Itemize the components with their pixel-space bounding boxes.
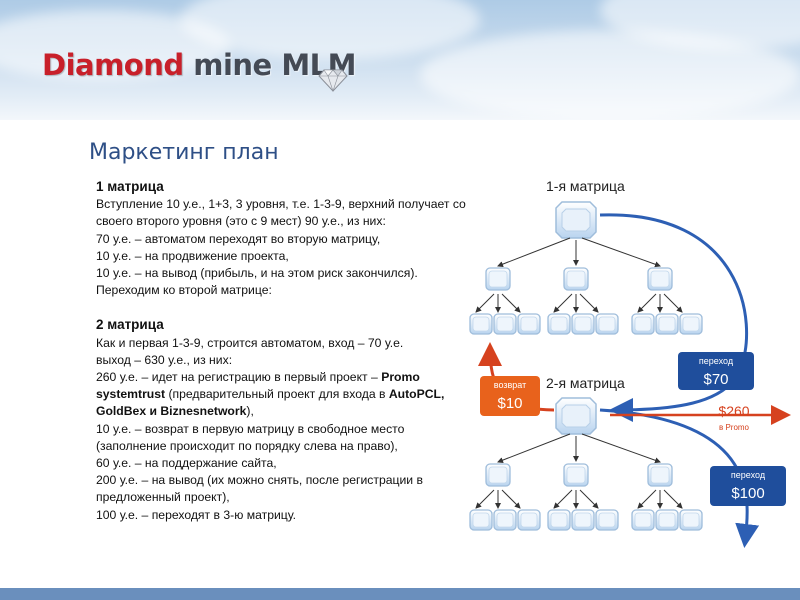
matrix1-second-level	[469, 267, 703, 335]
gem-icon	[631, 509, 655, 531]
gem-icon	[469, 509, 493, 531]
transfer100-amount: $100	[731, 485, 764, 502]
gem-icon	[493, 313, 517, 335]
gem-icon	[485, 463, 511, 487]
tree-arrow	[475, 293, 495, 313]
page-title: Маркетинг план	[89, 140, 279, 165]
tree-arrow	[579, 293, 599, 313]
gem-icon	[547, 509, 571, 531]
return10-caption: возврат	[494, 380, 526, 390]
tree-arrow	[579, 489, 599, 509]
matrix-diagram: 1-я матрица 2-я матрица переход $70 возв…	[469, 178, 791, 548]
gem-icon	[555, 201, 597, 239]
matrix2-label: 2-я матрица	[546, 375, 625, 391]
gem-icon	[555, 397, 597, 435]
logo: Diamond mine MLM	[42, 48, 357, 82]
text-run: (предварительный проект для входа в	[165, 387, 389, 402]
gem-icon	[655, 509, 679, 531]
transfer100-arrow	[599, 408, 760, 548]
matrix2-line: выход – 630 у.е., из них:	[96, 352, 233, 367]
matrix1-line: 70 у.е. – автоматом переходят во вторую …	[96, 231, 381, 246]
project-names: AutoPCL, GoldBex и Biznesnetwork	[96, 387, 445, 419]
return10-amount: $10	[497, 395, 522, 412]
matrix2-tree	[497, 397, 661, 464]
gem-icon	[631, 313, 655, 335]
transfer70-amount: $70	[703, 371, 728, 388]
tree-arrow	[663, 293, 683, 313]
transfer100-caption: переход	[731, 470, 766, 480]
gem-icon	[679, 509, 703, 531]
logo-word-diamond: Diamond	[42, 48, 184, 82]
header-banner: Diamond mine MLM	[0, 0, 800, 120]
gem-icon	[563, 267, 589, 291]
matrix1-heading: 1 матрица	[96, 179, 164, 194]
matrix2-line: 200 у.е. – на вывод (их можно снять, пос…	[96, 473, 423, 505]
matrix1-line: Вступление 10 у.е., 1+3, 3 уровня, т.е. …	[96, 197, 466, 229]
tree-arrow	[637, 293, 657, 313]
gem-icon	[595, 509, 619, 531]
gem-icon	[595, 313, 619, 335]
gem-icon	[563, 463, 589, 487]
gem-icon	[485, 267, 511, 291]
matrix2-line: 100 у.е. – переходят в 3-ю матрицу.	[96, 507, 297, 522]
transfer70-caption: переход	[699, 356, 734, 366]
matrix2-line-promo: 260 у.е. – идет на регистрацию в первый …	[96, 369, 468, 421]
text-run: ),	[246, 404, 254, 419]
gem-icon	[517, 313, 541, 335]
matrix2-heading: 2 матрица	[96, 317, 164, 333]
tree-arrow	[663, 489, 683, 509]
promo260-amount: $260	[718, 403, 749, 419]
matrix2-line: 60 у.е. – на поддержание сайта,	[96, 456, 277, 471]
matrix1-line: 10 у.е. – на вывод (прибыль, и на этом р…	[96, 266, 418, 281]
diamond-gem-icon	[318, 69, 348, 92]
tree-arrow	[475, 489, 495, 509]
gem-icon	[571, 313, 595, 335]
tree-arrow	[553, 489, 573, 509]
gem-icon	[517, 509, 541, 531]
matrix1-label: 1-я матрица	[546, 178, 625, 194]
gem-icon	[655, 313, 679, 335]
matrix2-line: Как и первая 1-3-9, строится автоматом, …	[96, 335, 404, 350]
promo260-label: $260 в Promo	[718, 403, 749, 432]
matrix1-tree	[497, 201, 661, 268]
promo260-caption: в Promo	[719, 423, 750, 432]
text-run: 260 у.е. – идет на регистрацию в первый …	[96, 370, 382, 385]
matrix2-second-level	[469, 463, 703, 531]
promo-systemtrust-name: Promo systemtrust	[96, 370, 420, 402]
matrix2-line: 10 у.е. – возврат в первую матрицу в сво…	[96, 421, 405, 453]
gem-icon	[679, 313, 703, 335]
gem-icon	[469, 313, 493, 335]
gem-icon	[571, 509, 595, 531]
footer-bar	[0, 588, 800, 600]
return10-badge: возврат $10	[480, 376, 540, 416]
gem-icon	[647, 463, 673, 487]
gem-icon	[547, 313, 571, 335]
tree-arrow	[553, 293, 573, 313]
gem-icon	[493, 509, 517, 531]
marketing-description: 1 матрица Вступление 10 у.е., 1+3, 3 уро…	[96, 178, 468, 524]
tree-arrow	[501, 489, 521, 509]
tree-arrow	[637, 489, 657, 509]
transfer100-badge: переход $100	[710, 466, 786, 506]
tree-arrow	[501, 293, 521, 313]
transfer70-badge: переход $70	[678, 352, 754, 390]
gem-icon	[647, 267, 673, 291]
matrix1-line: 10 у.е. – на продвижение проекта,	[96, 248, 289, 263]
matrix1-line: Переходим ко второй матрице:	[96, 283, 272, 298]
